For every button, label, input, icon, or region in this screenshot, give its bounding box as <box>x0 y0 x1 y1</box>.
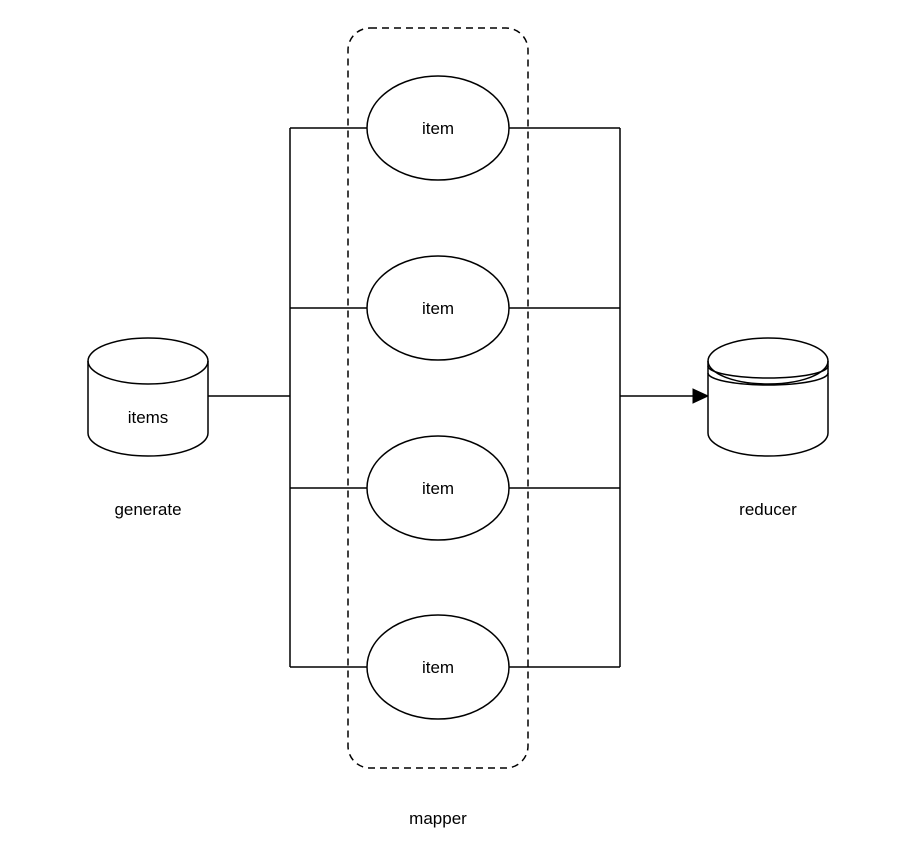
mapper-group-caption: mapper <box>409 809 467 828</box>
item-label: item <box>422 119 454 138</box>
source-caption: generate <box>114 500 181 519</box>
item-label: item <box>422 479 454 498</box>
mapper-item-node: item <box>366 614 510 720</box>
item-ellipse <box>366 435 510 541</box>
cylinder-disk-line-1 <box>707 365 829 379</box>
mapper-item-node: item <box>366 75 510 181</box>
sink-caption: reducer <box>739 500 797 519</box>
cylinder-top-rim <box>87 360 209 385</box>
source-cylinder-node: items <box>87 337 209 457</box>
source-label: items <box>128 408 169 427</box>
sink-cylinder-node <box>707 337 829 457</box>
arrowhead-icon <box>692 388 710 404</box>
item-ellipse <box>366 75 510 181</box>
item-ellipse <box>366 255 510 361</box>
cylinder-body <box>707 337 829 457</box>
item-label: item <box>422 299 454 318</box>
mapper-item-node: item <box>366 435 510 541</box>
mapper-item-node: item <box>366 255 510 361</box>
cylinder-disk-line-2 <box>707 372 829 386</box>
item-ellipse <box>366 614 510 720</box>
cylinder-body <box>87 337 209 457</box>
mapper-group-container <box>347 27 529 769</box>
item-label: item <box>422 658 454 677</box>
